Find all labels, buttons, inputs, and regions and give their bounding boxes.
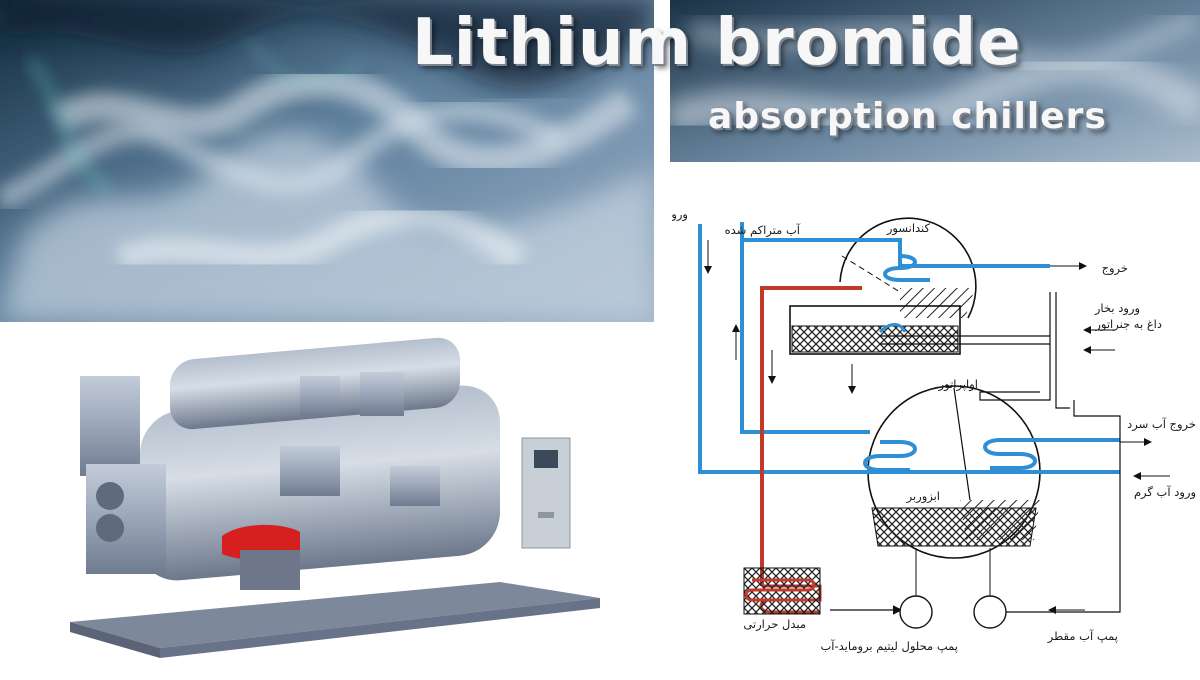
cycle-schematic: ورود آب متراکم شده کندانسور خروج ورود بخ… (672, 207, 1196, 654)
label-steam-inlet: ورود بخار (1094, 301, 1140, 316)
title-banner-bg (670, 0, 1200, 162)
absorption-cycle-diagram: ورود آب متراکم شده کندانسور خروج ورود بخ… (672, 182, 1200, 680)
label-heat-exchanger: مبدل حرارتی (743, 617, 806, 632)
label-solution-pump: پمپ محلول لیتیم بروماید-آب (820, 639, 958, 654)
absorption-chiller-illustration (70, 337, 600, 658)
label-condenser: کندانسور (886, 221, 931, 236)
label-evaporator: اواپراتور (938, 377, 978, 392)
label-absorber: ابزوربر (906, 489, 940, 504)
banner-title: Lithium bromide (412, 6, 1022, 80)
label-condensate-inlet: ورود (672, 207, 688, 222)
smoke-image (0, 0, 654, 322)
label-condensed-water: آب متراکم شده (725, 223, 801, 238)
chiller-photo (0, 336, 655, 680)
label-outlet: خروج (1102, 261, 1128, 276)
banner-subtitle: absorption chillers (708, 96, 1107, 137)
smoke-photo (0, 0, 654, 322)
banner-smoke (670, 0, 1200, 162)
label-chilled-water-out: خروج آب سرد (1127, 417, 1196, 432)
label-refrigerant-pump: پمپ آب مقطر (1047, 629, 1118, 644)
label-to-generator: داغ به جنراتور (1094, 317, 1162, 332)
label-warm-water-in: ورود آب گرم (1134, 485, 1196, 500)
